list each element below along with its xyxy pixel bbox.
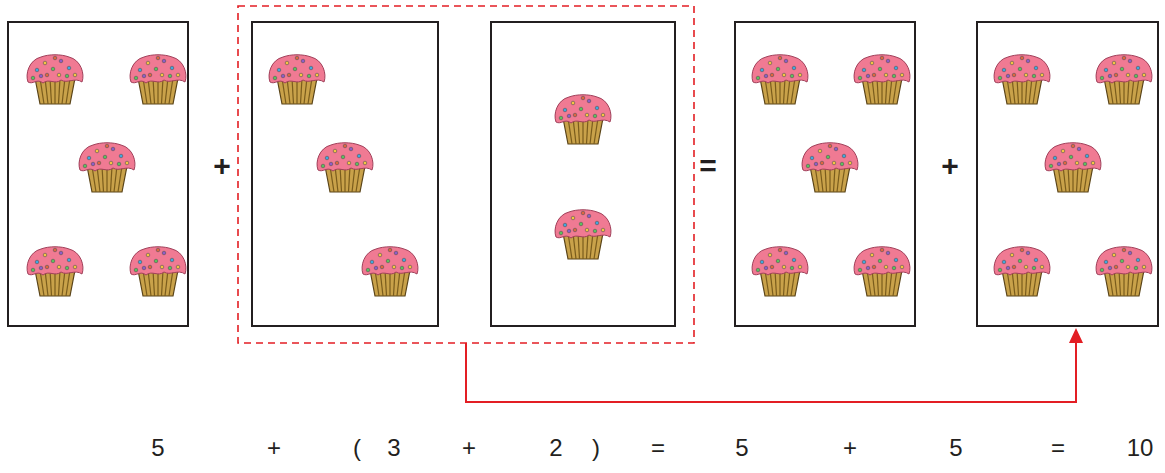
operator-sign: + <box>213 151 231 181</box>
equation-term: + <box>267 436 281 460</box>
equation-term: 2 <box>549 436 562 460</box>
cupcake-box <box>252 22 438 326</box>
equation-term: = <box>651 436 665 460</box>
arrow-head <box>1069 328 1083 343</box>
equation-term: 10 <box>1127 436 1154 460</box>
equation-term: + <box>462 436 476 460</box>
equation-term: 5 <box>151 436 164 460</box>
equation-term: ) <box>592 436 600 460</box>
operator-sign: = <box>699 151 717 181</box>
move-arrow <box>466 342 1076 402</box>
cupcake-box <box>735 22 915 326</box>
equation-term: 5 <box>735 436 748 460</box>
cupcakes <box>27 55 1152 296</box>
equation-term: 3 <box>387 436 400 460</box>
cupcake-box <box>491 22 675 326</box>
equation-term: + <box>843 436 857 460</box>
equation-term: ( <box>353 436 361 460</box>
group-dashed-outline <box>238 6 694 343</box>
operator-sign: + <box>941 151 959 181</box>
cupcake-box <box>8 22 188 326</box>
cupcake-box <box>977 22 1158 326</box>
equation-term: = <box>1051 436 1065 460</box>
equation-term: 5 <box>949 436 962 460</box>
